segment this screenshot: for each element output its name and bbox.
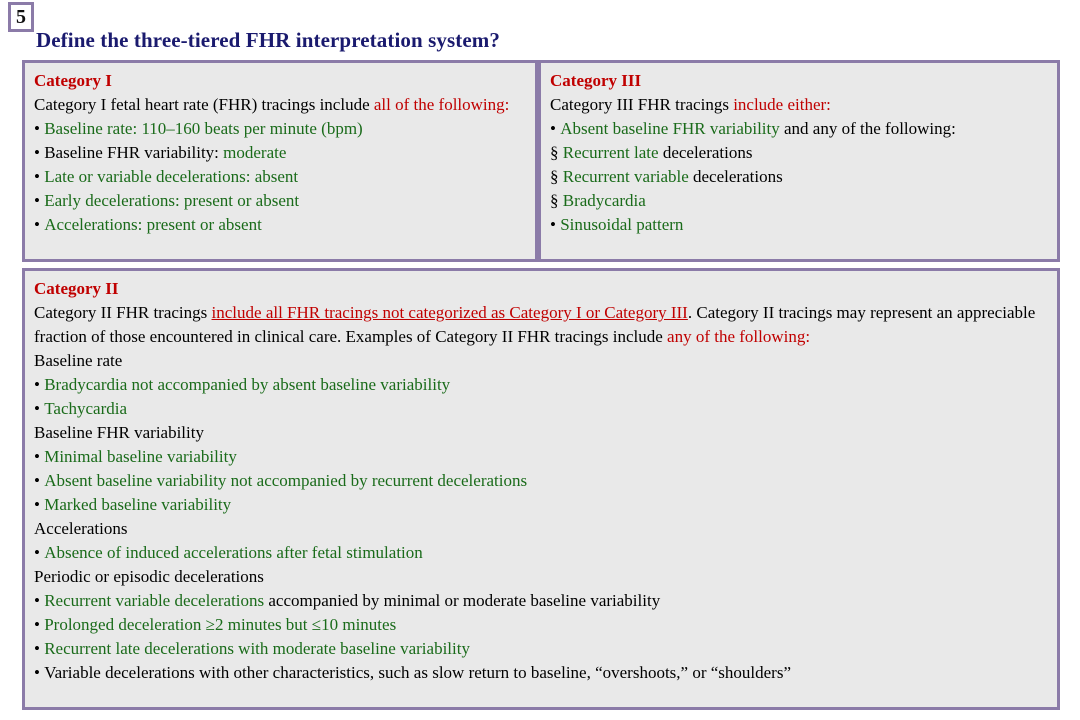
category-1-item-1-green: moderate <box>223 142 287 162</box>
cat2-g3-i0-black: accompanied by minimal or moderate basel… <box>264 590 661 610</box>
group-label: Accelerations <box>34 518 128 538</box>
category-3-intro-black: Category III FHR tracings <box>550 94 734 114</box>
category-1-item-2-green: Late or variable decelerations: absent <box>44 166 299 186</box>
category-1-item-0-green: Baseline rate: 110–160 beats per minute … <box>44 118 363 138</box>
list-item: Absence of induced accelerations after f… <box>34 541 1050 565</box>
category-3-heading: Category III <box>550 71 642 90</box>
category-3-item-2-black: decelerations <box>688 166 783 186</box>
cat2-g3-i1-green: Prolonged deceleration ≥2 minutes but ≤1… <box>44 614 397 634</box>
category-2-paragraph: Category II FHR tracings include all FHR… <box>34 301 1050 349</box>
cat2-g1-i0-green: Minimal baseline variability <box>44 446 237 466</box>
list-item: Baseline rate: 110–160 beats per minute … <box>34 117 528 141</box>
cat2-g1-i2-green: Marked baseline variability <box>44 494 232 514</box>
category-2-para-black-2: . Category II tracings may represent an … <box>34 302 1036 346</box>
list-item: Accelerations: present or absent <box>34 213 528 237</box>
list-item: Tachycardia <box>34 397 1050 421</box>
cat2-g0-i0-green: Bradycardia not accompanied by absent ba… <box>44 374 451 394</box>
list-item: Early decelerations: present or absent <box>34 189 528 213</box>
category-1-intro-black: Category I fetal heart rate (FHR) tracin… <box>34 94 374 114</box>
category-2-panel: Category II Category II FHR tracings inc… <box>22 268 1060 710</box>
list-item: Recurrent late decelerations <box>550 141 1050 165</box>
list-item: Baseline FHR variability: moderate <box>34 141 528 165</box>
group-label: Baseline FHR variability <box>34 422 204 442</box>
category-3-content: Category III Category III FHR tracings i… <box>541 63 1057 241</box>
category-1-heading: Category I <box>34 71 112 90</box>
category-3-intro: Category III FHR tracings include either… <box>550 93 1050 117</box>
list-item: Minimal baseline variability <box>34 445 1050 469</box>
list-item: Sinusoidal pattern <box>550 213 1050 237</box>
list-item: Bradycardia not accompanied by absent ba… <box>34 373 1050 397</box>
category-2-content: Category II Category II FHR tracings inc… <box>25 271 1057 688</box>
list-item: Bradycardia <box>550 189 1050 213</box>
category-1-item-4-green: Accelerations: present or absent <box>44 214 262 234</box>
cat2-g3-i3-black: Variable decelerations with other charac… <box>44 662 791 682</box>
page-title: Define the three-tiered FHR interpretati… <box>36 28 500 52</box>
category-3-item-2-green: Recurrent variable <box>562 166 689 186</box>
list-item: Recurrent variable decelerations <box>550 165 1050 189</box>
category-3-item-0-black: and any of the following: <box>779 118 956 138</box>
category-3-item-4-green: Sinusoidal pattern <box>560 214 684 234</box>
category-3-intro-red: include either: <box>733 94 831 114</box>
list-item: Marked baseline variability <box>34 493 1050 517</box>
group-label: Baseline rate <box>34 350 123 370</box>
category-2-para-black-1: Category II FHR tracings <box>34 302 212 322</box>
category-1-intro: Category I fetal heart rate (FHR) tracin… <box>34 93 528 117</box>
category-1-item-3-green: Early decelerations: present or absent <box>44 190 300 210</box>
category-3-item-0-green: Absent baseline FHR variability <box>560 118 780 138</box>
category-3-panel: Category III Category III FHR tracings i… <box>538 60 1060 262</box>
cat2-g0-i1-green: Tachycardia <box>44 398 128 418</box>
category-1-content: Category I Category I fetal heart rate (… <box>25 63 535 241</box>
slide-number-value: 5 <box>16 6 26 28</box>
list-item: Late or variable decelerations: absent <box>34 165 528 189</box>
list-item: Prolonged deceleration ≥2 minutes but ≤1… <box>34 613 1050 637</box>
category-2-heading: Category II <box>34 279 119 298</box>
category-1-item-1-black: Baseline FHR variability: <box>44 142 224 162</box>
category-2-para-underlined: include all FHR tracings not categorized… <box>211 302 688 322</box>
category-3-item-1-black: decelerations <box>658 142 753 162</box>
category-1-intro-red: all of the following: <box>373 94 510 114</box>
cat2-g3-i2-green: Recurrent late decelerations with modera… <box>44 638 470 658</box>
category-1-panel: Category I Category I fetal heart rate (… <box>22 60 538 262</box>
cat2-g1-i1-green: Absent baseline variability not accompan… <box>44 470 528 490</box>
list-item: Absent baseline FHR variability and any … <box>550 117 1050 141</box>
category-3-item-1-green: Recurrent late <box>562 142 659 162</box>
cat2-g3-i0-green: Recurrent variable decelerations <box>44 590 265 610</box>
slide-number-badge: 5 <box>8 2 34 32</box>
group-label: Periodic or episodic decelerations <box>34 566 264 586</box>
list-item: Variable decelerations with other charac… <box>34 661 1050 685</box>
list-item: Absent baseline variability not accompan… <box>34 469 1050 493</box>
list-item: Recurrent variable decelerations accompa… <box>34 589 1050 613</box>
category-2-para-red-tail: any of the following: <box>667 326 811 346</box>
cat2-g2-i0-green: Absence of induced accelerations after f… <box>44 542 423 562</box>
category-3-item-3-green: Bradycardia <box>562 190 646 210</box>
list-item: Recurrent late decelerations with modera… <box>34 637 1050 661</box>
